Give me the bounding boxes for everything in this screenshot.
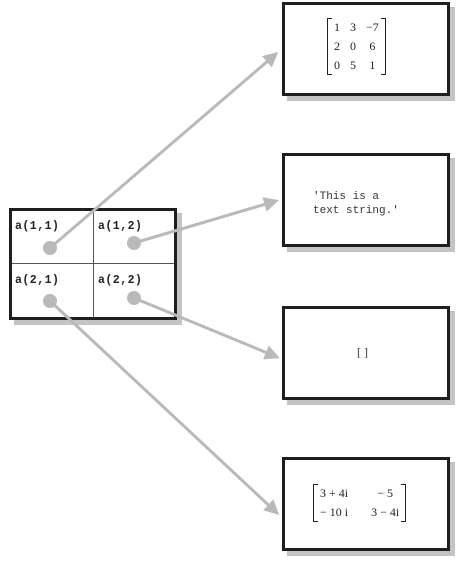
matrix-cell: 2 [334, 39, 340, 53]
cell-divider-vertical [93, 211, 94, 317]
matrix-cell: 0 [334, 58, 340, 72]
cell-label-2-1: a(2,1) [15, 274, 60, 287]
cell-label-1-1: a(1,1) [15, 220, 60, 233]
matrix-cell: −7 [366, 20, 379, 34]
matrix-cell: 1 [369, 58, 376, 72]
cell-label-1-2: a(1,2) [98, 220, 143, 233]
right-bracket [401, 484, 407, 522]
left-bracket [313, 484, 318, 522]
complex-matrix: 3 + 4i − 5 − 10 i 3 − 4i [313, 484, 407, 522]
matrix-cell: 1 [334, 20, 340, 34]
text-string: 'This is a text string.' [313, 191, 399, 217]
right-bracket [380, 18, 386, 75]
complex-box: 3 + 4i − 5 − 10 i 3 − 4i [282, 457, 450, 551]
complex-cell: − 5 [377, 486, 394, 500]
string-box: 'This is a text string.' [282, 153, 450, 247]
left-bracket [327, 18, 332, 75]
empty-array: [ ] [357, 345, 368, 359]
complex-cell: − 10 i [320, 505, 349, 519]
complex-cell: 3 − 4i [371, 505, 400, 519]
cell-divider-horizontal [12, 263, 174, 264]
matrix-cell: 3 [350, 20, 356, 34]
matrix-cell: 6 [369, 39, 376, 53]
matrix-cell: 0 [350, 39, 356, 53]
cell-label-2-2: a(2,2) [98, 274, 143, 287]
empty-box: [ ] [282, 306, 450, 400]
complex-cell: 3 + 4i [320, 486, 349, 500]
cell-array: a(1,1) a(1,2) a(2,1) a(2,2) [9, 208, 177, 320]
matrix-cell: 5 [350, 58, 356, 72]
arrow-2-1-to-complex [48, 299, 280, 516]
